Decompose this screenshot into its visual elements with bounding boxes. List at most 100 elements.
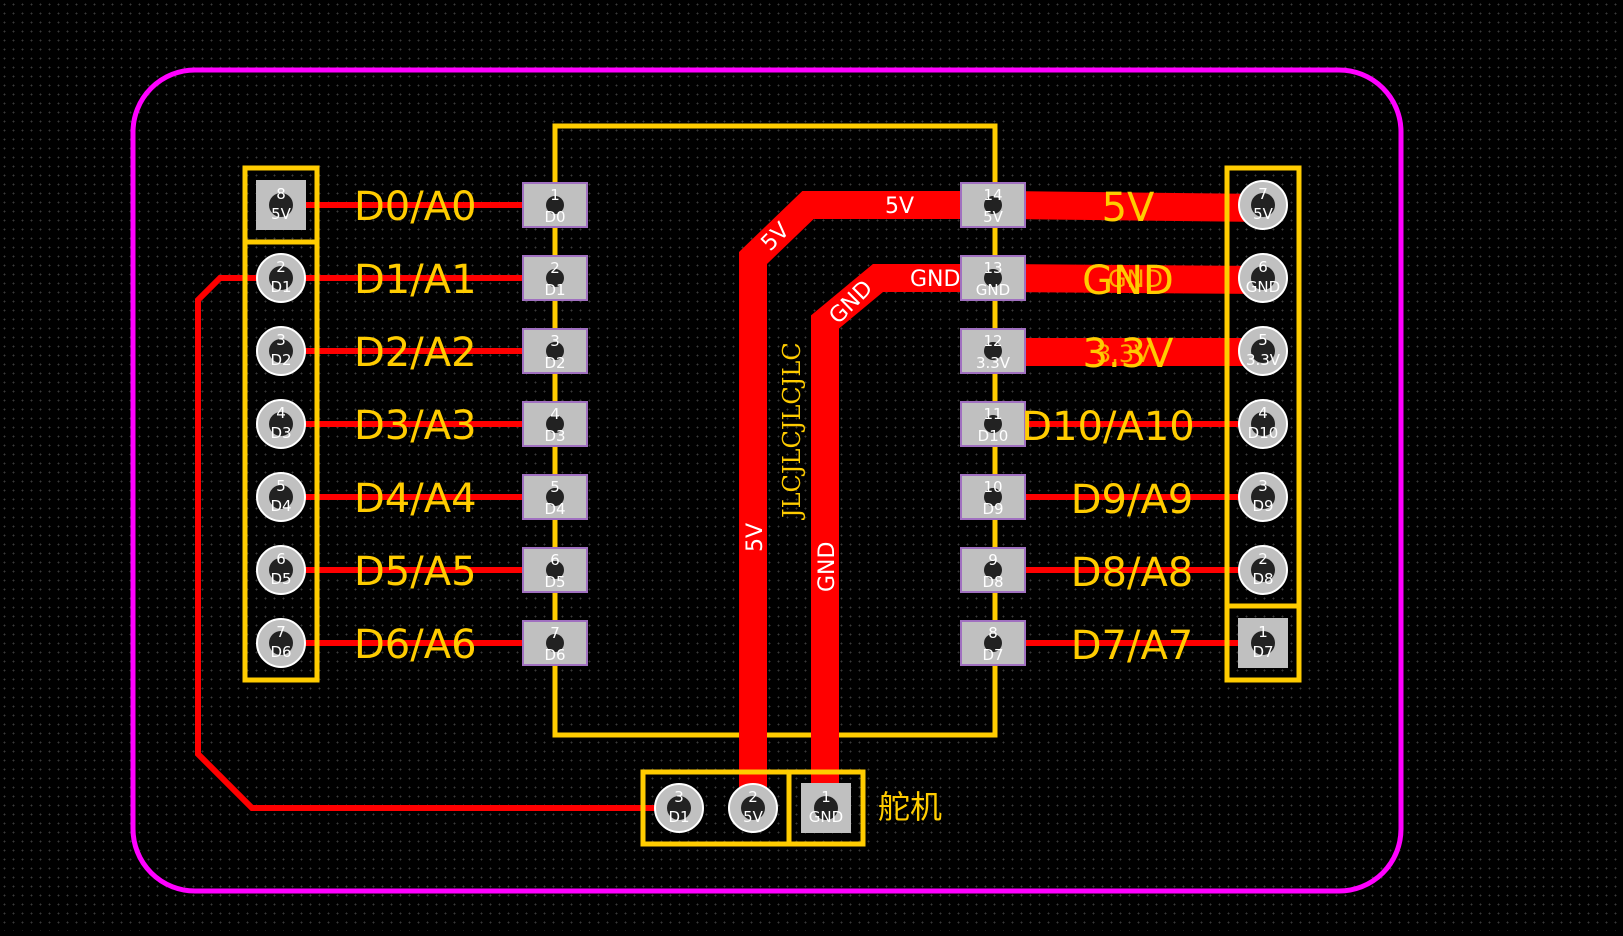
right-header-pin-5[interactable]: 53.3V bbox=[1238, 326, 1288, 376]
left-label-4: D4/A4 bbox=[354, 476, 477, 522]
power-5v-trace bbox=[739, 191, 1266, 808]
left-header-pin-2-drill bbox=[269, 266, 293, 290]
servo-pin-2-net: 5V bbox=[743, 808, 764, 826]
right-signal-traces bbox=[1000, 421, 1265, 646]
left-header-pin-8[interactable]: 85V bbox=[256, 180, 306, 230]
servo-pin-2-drill bbox=[741, 796, 765, 820]
left-header-pin-3-drill bbox=[269, 339, 293, 363]
module-pad-7-num: 7 bbox=[550, 624, 560, 642]
module-pad-3[interactable]: 3D2 bbox=[522, 328, 588, 374]
right-header-pin-1-drill bbox=[1251, 631, 1275, 655]
right-header-pin-3-drill bbox=[1251, 485, 1275, 509]
left-header-pin-7[interactable]: 7D6 bbox=[256, 618, 306, 668]
module-pad-8[interactable]: 8D7 bbox=[960, 620, 1026, 666]
module-pad-1[interactable]: 1D0 bbox=[522, 182, 588, 228]
right-header-pin-6-drill bbox=[1251, 266, 1275, 290]
module-pad-6[interactable]: 6D5 bbox=[522, 547, 588, 593]
module-pad-10-net: D9 bbox=[982, 500, 1003, 518]
module-pad-14-num: 14 bbox=[983, 186, 1002, 204]
module-pad-7-net: D6 bbox=[544, 646, 565, 664]
module-pad-12[interactable]: 123.3V bbox=[960, 328, 1026, 374]
module-pad-3-via bbox=[546, 342, 564, 360]
module-pad-7[interactable]: 7D6 bbox=[522, 620, 588, 666]
right-header-pin-3[interactable]: 3D9 bbox=[1238, 472, 1288, 522]
servo-header-outline bbox=[640, 769, 866, 847]
left-header-pin-2-net: D1 bbox=[270, 278, 291, 296]
servo-pin-3-num: 3 bbox=[674, 788, 684, 806]
right-header-pin-4-num: 4 bbox=[1258, 404, 1268, 422]
module-pad-8-via bbox=[984, 634, 1002, 652]
module-pad-5-via bbox=[546, 488, 564, 506]
right-header-pin-3-net: D9 bbox=[1252, 497, 1273, 515]
left-header-pin-6-net: D5 bbox=[270, 570, 291, 588]
right-header-pin-2[interactable]: 2D8 bbox=[1238, 545, 1288, 595]
module-pad-7-via bbox=[546, 634, 564, 652]
module-pad-5[interactable]: 5D4 bbox=[522, 474, 588, 520]
left-header-pin-6[interactable]: 6D5 bbox=[256, 545, 306, 595]
right-header-pin-2-drill bbox=[1251, 558, 1275, 582]
left-header-pin-3[interactable]: 3D2 bbox=[256, 326, 306, 376]
module-pad-12-via bbox=[984, 342, 1002, 360]
module-pad-1-num: 1 bbox=[550, 186, 560, 204]
right-header-pin-7-num: 7 bbox=[1258, 185, 1268, 203]
left-header-pin-8-net: 5V bbox=[271, 205, 292, 223]
trace-label-top-gnd: GND bbox=[910, 267, 960, 292]
module-pad-2[interactable]: 2D1 bbox=[522, 255, 588, 301]
left-label-3: D3/A3 bbox=[354, 403, 477, 449]
module-pad-1-net: D0 bbox=[544, 208, 565, 226]
module-pad-4[interactable]: 4D3 bbox=[522, 401, 588, 447]
left-header-pin-6-drill bbox=[269, 558, 293, 582]
left-header-pin-5[interactable]: 5D4 bbox=[256, 472, 306, 522]
right-label-1: D7/A7 bbox=[1071, 623, 1194, 669]
servo-pin-3-net: D1 bbox=[668, 808, 689, 826]
left-header-pin-5-drill bbox=[269, 485, 293, 509]
right-label-5: 3.3V bbox=[1083, 331, 1175, 377]
left-header-pin-2[interactable]: 2D1 bbox=[256, 253, 306, 303]
module-pad-8-body bbox=[960, 620, 1026, 666]
module-pad-9-num: 9 bbox=[988, 551, 998, 569]
module-pad-13-net: GND bbox=[976, 281, 1010, 299]
left-header-pin-2-num: 2 bbox=[276, 258, 286, 276]
module-pad-13-via bbox=[984, 269, 1002, 287]
left-header-pin-3-num: 3 bbox=[276, 331, 286, 349]
left-header-pin-4[interactable]: 4D3 bbox=[256, 399, 306, 449]
right-header-pin-7[interactable]: 75V bbox=[1238, 180, 1288, 230]
module-pad-9[interactable]: 9D8 bbox=[960, 547, 1026, 593]
left-header-pin-4-num: 4 bbox=[276, 404, 286, 422]
right-header-pin-1[interactable]: 1D7 bbox=[1238, 618, 1288, 668]
module-pad-5-net: D4 bbox=[544, 500, 565, 518]
servo-pin-2[interactable]: 25V bbox=[728, 783, 778, 833]
servo-pin-3[interactable]: 3D1 bbox=[654, 783, 704, 833]
overlap-label-3v3: 3.3V bbox=[1096, 340, 1151, 368]
module-pad-4-via bbox=[546, 415, 564, 433]
left-header-pin-3-net: D2 bbox=[270, 351, 291, 369]
right-header-pin-5-net: 3.3V bbox=[1246, 351, 1281, 369]
left-label-0: D0/A0 bbox=[354, 184, 477, 230]
left-header-outline bbox=[242, 165, 320, 683]
module-pad-2-net: D1 bbox=[544, 281, 565, 299]
left-label-1: D1/A1 bbox=[354, 257, 477, 303]
module-pad-11-via bbox=[984, 415, 1002, 433]
servo-pin-1-num: 1 bbox=[821, 788, 831, 806]
trace-label-vert-gnd: GND bbox=[815, 542, 840, 592]
left-header-pin-7-drill bbox=[269, 631, 293, 655]
servo-pin-2-num: 2 bbox=[748, 788, 758, 806]
module-pad-12-net: 3.3V bbox=[976, 354, 1011, 372]
module-pad-8-num: 8 bbox=[988, 624, 998, 642]
right-header-pin-4-drill bbox=[1251, 412, 1275, 436]
left-header-pin-8-num: 8 bbox=[276, 185, 286, 203]
right-label-3: D9/A9 bbox=[1071, 477, 1194, 523]
